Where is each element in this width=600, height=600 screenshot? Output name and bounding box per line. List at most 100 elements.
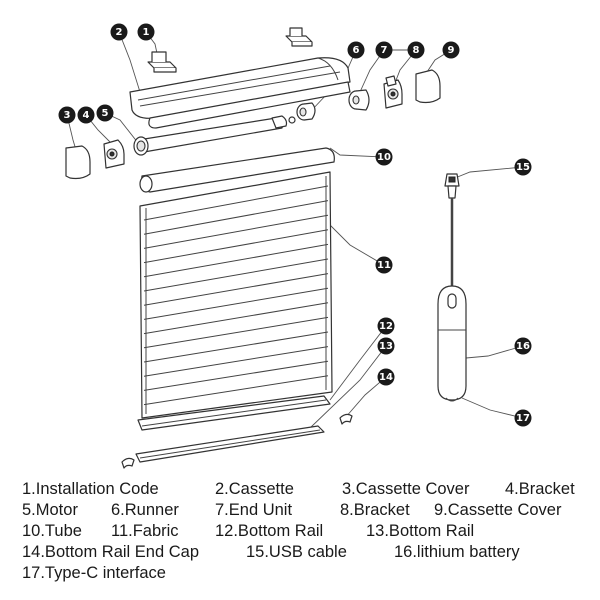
callout-number: 5 xyxy=(102,108,109,119)
bottom-rail-upper xyxy=(137,395,331,431)
callout-circle xyxy=(375,256,393,274)
bottom-rail-lower xyxy=(135,425,325,463)
callout-circle xyxy=(514,337,532,355)
callout-5: 5 xyxy=(96,104,114,122)
callout-7: 7 xyxy=(375,41,393,59)
legend-item-16: 16.lithium battery xyxy=(394,543,520,561)
bracket-left xyxy=(103,139,125,169)
callout-circle xyxy=(514,409,532,427)
callout-circle xyxy=(377,317,395,335)
callout-1: 1 xyxy=(137,23,155,41)
legend-item-15: 15.USB cable xyxy=(246,543,347,561)
callout-number: 6 xyxy=(353,45,360,56)
callout-6: 6 xyxy=(347,41,365,59)
legend-row: 14.Bottom Rail End Cap 15.USB cable 16.lit… xyxy=(22,542,592,563)
legend-row: 1.Installation Code 2.Cassette 3.Cassette … xyxy=(22,479,592,500)
callout-12: 12 xyxy=(377,317,395,335)
callout-number: 8 xyxy=(413,45,420,56)
legend-item-10: 10.Tube xyxy=(22,522,82,540)
callout-number: 16 xyxy=(516,341,530,352)
legend-item-5: 5.Motor xyxy=(22,501,78,519)
callout-circle xyxy=(96,104,114,122)
callout-11: 11 xyxy=(375,256,393,274)
bottom-rail-end-cap xyxy=(121,413,353,469)
cassette-cover-right xyxy=(415,69,441,104)
callout-4: 4 xyxy=(77,106,95,124)
fabric xyxy=(139,171,333,419)
legend-row: 17.Type-C interface xyxy=(22,563,592,584)
legend-item-6: 6.Runner xyxy=(111,501,179,519)
callout-number: 1 xyxy=(143,27,150,38)
fabric-slat xyxy=(143,316,329,349)
fabric-slat xyxy=(143,375,329,406)
callout-number: 4 xyxy=(83,110,90,121)
callout-circle xyxy=(77,106,95,124)
legend-item-1: 1.Installation Code xyxy=(22,480,159,498)
usb-cable xyxy=(444,173,460,286)
callout-14: 14 xyxy=(377,368,395,386)
fabric-slat xyxy=(143,273,329,306)
callout-circle xyxy=(442,41,460,59)
callout-circle xyxy=(375,41,393,59)
parts-legend: 1.Installation Code 2.Cassette 3.Cassette … xyxy=(22,479,592,584)
callout-circle xyxy=(110,23,128,41)
lithium-battery xyxy=(437,285,467,401)
legend-row: 10.Tube 11.Fabric 12.Bottom Rail 13.Bottom … xyxy=(22,521,592,542)
fabric-slat xyxy=(143,229,329,264)
installation-clip xyxy=(147,27,313,73)
fabric-slat xyxy=(143,360,329,391)
fabric-slat xyxy=(143,287,329,320)
legend-item-7: 7.End Unit xyxy=(215,501,293,519)
cassette xyxy=(129,57,351,129)
callout-13: 13 xyxy=(377,337,395,355)
legend-item-13: 13.Bottom Rail xyxy=(366,522,475,540)
callout-circle xyxy=(377,368,395,386)
type-c-interface xyxy=(445,397,459,402)
callout-number: 17 xyxy=(516,413,530,424)
legend-item-12: 12.Bottom Rail xyxy=(215,522,324,540)
callout-number: 7 xyxy=(381,45,388,56)
callout-16: 16 xyxy=(514,337,532,355)
callout-circle xyxy=(347,41,365,59)
callout-17: 17 xyxy=(514,409,532,427)
callout-number: 10 xyxy=(377,152,391,163)
cassette-cover-left xyxy=(65,145,91,180)
callout-number: 11 xyxy=(377,260,391,271)
legend-item-2: 2.Cassette xyxy=(215,480,294,498)
fabric-slat xyxy=(143,258,329,292)
callout-number: 12 xyxy=(379,321,393,332)
fabric-slat xyxy=(143,331,329,363)
callout-circle xyxy=(375,148,393,166)
callout-number: 2 xyxy=(116,27,123,38)
fabric-slat xyxy=(143,302,329,335)
legend-item-11: 11.Fabric xyxy=(111,522,179,540)
callout-15: 15 xyxy=(514,158,532,176)
motor xyxy=(133,115,296,156)
fabric-slat xyxy=(143,346,329,377)
callout-number: 14 xyxy=(379,372,393,383)
callout-circle xyxy=(137,23,155,41)
callout-circle xyxy=(407,41,425,59)
tube xyxy=(139,147,335,193)
callout-10: 10 xyxy=(375,148,393,166)
legend-item-3: 3.Cassette Cover xyxy=(342,480,470,498)
callout-2: 2 xyxy=(110,23,128,41)
bracket-right xyxy=(383,75,403,109)
callout-number: 13 xyxy=(379,341,393,352)
callout-number: 9 xyxy=(448,45,455,56)
callout-circle xyxy=(377,337,395,355)
fabric-slat xyxy=(143,200,329,235)
legend-item-9: 9.Cassette Cover xyxy=(434,501,562,519)
runner xyxy=(296,102,316,121)
legend-item-14: 14.Bottom Rail End Cap xyxy=(22,543,200,561)
legend-item-17: 17.Type-C interface xyxy=(22,564,166,582)
end-unit xyxy=(348,89,370,111)
callout-9: 9 xyxy=(442,41,460,59)
legend-item-4: 4.Bracket xyxy=(505,480,575,498)
fabric-slat xyxy=(143,185,329,221)
callout-circle xyxy=(58,106,76,124)
callout-number: 15 xyxy=(516,162,530,173)
